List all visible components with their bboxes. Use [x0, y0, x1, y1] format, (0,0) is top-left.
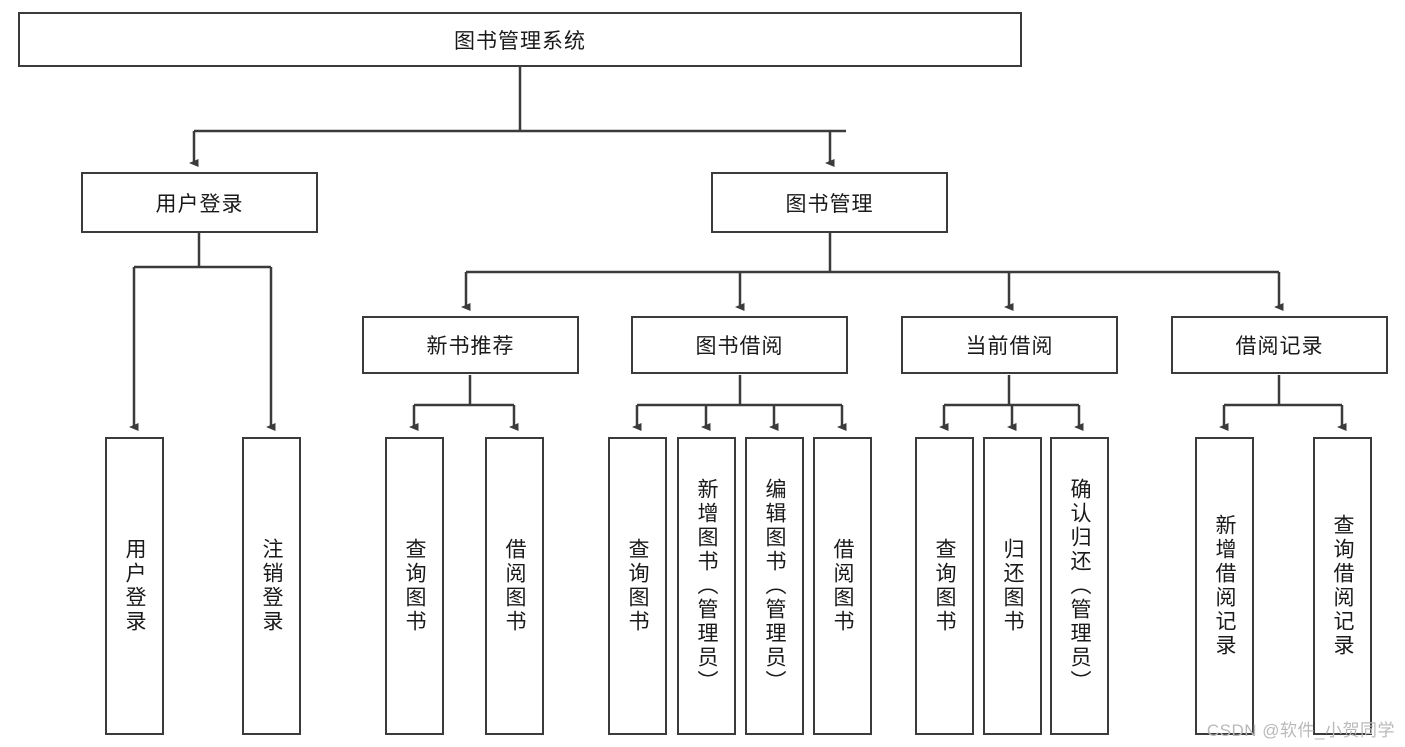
- node-label: 借阅图书: [831, 538, 854, 634]
- node-book-management[interactable]: 图书管理: [711, 172, 948, 233]
- leaf-current-borrow-query[interactable]: 查询图书: [915, 437, 974, 735]
- watermark: CSDN @软件_小贺同学: [1206, 721, 1395, 740]
- node-user-login[interactable]: 用户登录: [81, 172, 318, 233]
- node-root-book-management-system[interactable]: 图书管理系统: [18, 12, 1022, 67]
- leaf-borrow-record-query[interactable]: 查询借阅记录: [1313, 437, 1372, 735]
- node-label: 查询图书: [933, 538, 956, 634]
- node-book-borrow[interactable]: 图书借阅: [631, 316, 848, 374]
- node-label: 新增图书（管理员）: [695, 478, 718, 694]
- node-new-book-recommend[interactable]: 新书推荐: [362, 316, 579, 374]
- node-borrow-record[interactable]: 借阅记录: [1171, 316, 1388, 374]
- node-label: 借阅图书: [503, 538, 526, 634]
- leaf-book-borrow-edit-admin[interactable]: 编辑图书（管理员）: [745, 437, 804, 735]
- leaf-user-login-logout[interactable]: 注销登录: [242, 437, 301, 735]
- node-label: 用户登录: [123, 538, 146, 634]
- leaf-current-borrow-confirm-admin[interactable]: 确认归还（管理员）: [1050, 437, 1109, 735]
- leaf-book-borrow-query[interactable]: 查询图书: [608, 437, 667, 735]
- node-label: 注销登录: [260, 538, 283, 634]
- node-label: 图书管理系统: [454, 29, 586, 53]
- node-label: 编辑图书（管理员）: [763, 478, 786, 694]
- node-label: 图书管理: [785, 192, 874, 216]
- node-label: 用户登录: [155, 192, 244, 216]
- leaf-user-login-login[interactable]: 用户登录: [105, 437, 164, 735]
- node-label: 查询图书: [403, 538, 426, 634]
- node-label: 借阅记录: [1235, 335, 1324, 358]
- node-label: 图书借阅: [695, 335, 784, 358]
- leaf-new-book-borrow[interactable]: 借阅图书: [485, 437, 544, 735]
- leaf-new-book-query[interactable]: 查询图书: [385, 437, 444, 735]
- node-label: 当前借阅: [965, 335, 1054, 358]
- node-label: 查询图书: [626, 538, 649, 634]
- node-current-borrow[interactable]: 当前借阅: [901, 316, 1118, 374]
- leaf-current-borrow-return[interactable]: 归还图书: [983, 437, 1042, 735]
- node-label: 新增借阅记录: [1213, 514, 1236, 658]
- leaf-borrow-record-add[interactable]: 新增借阅记录: [1195, 437, 1254, 735]
- node-label: 归还图书: [1001, 538, 1024, 634]
- node-label: 新书推荐: [426, 335, 515, 358]
- leaf-book-borrow-add-admin[interactable]: 新增图书（管理员）: [677, 437, 736, 735]
- node-label: 确认归还（管理员）: [1068, 478, 1091, 694]
- node-label: 查询借阅记录: [1331, 514, 1354, 658]
- leaf-book-borrow-borrow[interactable]: 借阅图书: [813, 437, 872, 735]
